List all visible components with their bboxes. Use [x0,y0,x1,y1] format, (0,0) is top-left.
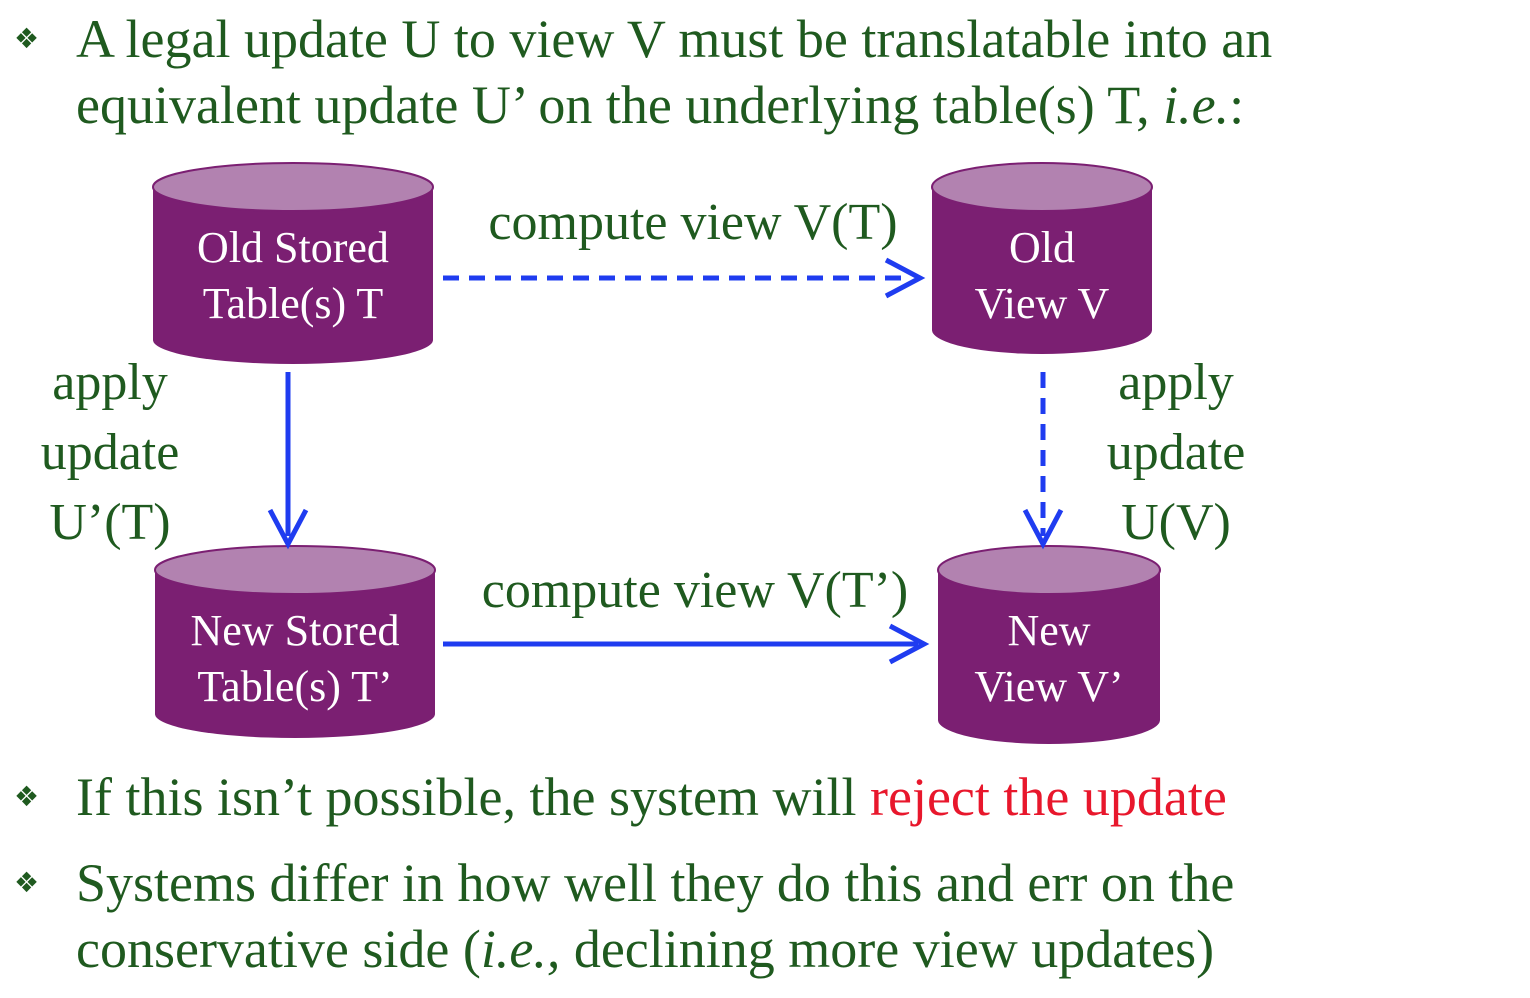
left-arrow-label: apply update U’(T) [10,352,210,554]
old-table-line2: Table(s) T [202,279,384,328]
old-table-label: Old Stored Table(s) T [153,220,433,332]
bullet-1-line-1: A legal update U to view V must be trans… [76,9,1273,69]
old-view-cylinder [931,162,1153,354]
right-arrow-label: apply update U(V) [1076,352,1276,554]
right-label-line2: update [1106,424,1246,481]
bullet-icon: ❖ [14,22,40,55]
top-arrow-label: compute view V(T) [488,194,898,251]
old-view-label: Old View V [932,220,1152,332]
compute-view-new-arrow [443,623,930,665]
left-label-line1: apply [52,354,168,411]
apply-update-table-arrow [267,372,309,550]
new-table-cylinder [154,545,436,738]
right-label-line1: apply [1118,354,1234,411]
new-table-line2: Table(s) T’ [197,662,393,711]
new-view-cylinder [937,545,1161,744]
new-table-line1: New Stored [190,606,400,655]
bullet-3-line-1: Systems differ in how well they do this … [76,853,1235,913]
left-label-line3: U’(T) [49,494,171,551]
compute-view-old-arrow [443,257,926,299]
bullet-1-line-2: equivalent update U’ on the underlying t… [76,75,1245,135]
new-view-line1: New [1007,606,1091,655]
reject-highlight: reject the update [870,767,1227,827]
bullet-2: If this isn’t possible, the system will … [76,767,1227,827]
new-view-line2: View V’ [974,662,1124,711]
old-table-cylinder [152,162,434,364]
new-view-label: New View V’ [938,603,1160,715]
old-view-line2: View V [974,279,1110,328]
left-label-line2: update [40,424,180,481]
right-label-line3: U(V) [1121,494,1231,551]
bottom-arrow-label: compute view V(T’) [481,562,909,619]
bullet-icon: ❖ [14,866,40,899]
old-table-line1: Old Stored [197,223,389,272]
apply-update-view-arrow [1022,372,1064,550]
old-view-line1: Old [1009,223,1075,272]
bullet-3-line-2: conservative side (i.e., declining more … [76,919,1215,979]
bullet-icon: ❖ [14,780,40,813]
new-table-label: New Stored Table(s) T’ [155,603,435,715]
